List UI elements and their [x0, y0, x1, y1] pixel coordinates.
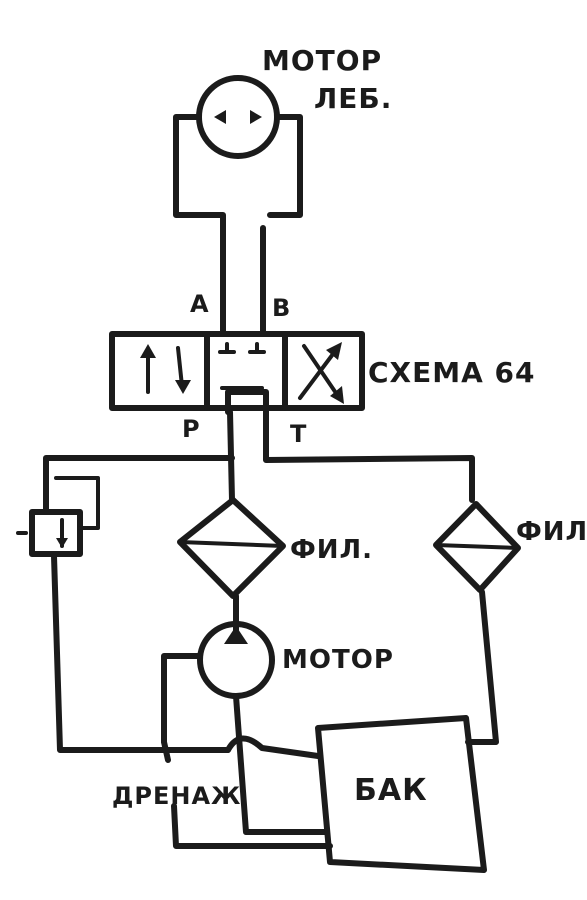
drain-join — [161, 739, 171, 763]
tank-label: БАК — [354, 773, 428, 808]
port-a-label: A — [190, 290, 210, 318]
pump-motor-label: МОТОР — [282, 645, 394, 675]
winch-motor-circle — [196, 75, 280, 159]
port-t-label: T — [290, 420, 307, 448]
pressure-filter-label: ФИЛ. — [290, 535, 373, 565]
valve-scheme-label: СХЕМА 64 — [368, 356, 536, 389]
pressure-line — [43, 389, 475, 515]
winch-line-a — [173, 114, 226, 335]
drain-line — [171, 803, 333, 849]
pump-suction-line — [161, 653, 203, 745]
relief-arrow-icon — [56, 538, 68, 548]
return-line-top — [225, 389, 475, 503]
directional-valve — [109, 331, 365, 411]
arrow-down-icon — [175, 380, 191, 394]
winch-motor — [173, 75, 303, 335]
port-b-label: B — [272, 294, 291, 322]
pump-drain-line — [233, 693, 329, 835]
port-p-label: P — [182, 415, 201, 443]
winch-motor-label-line1: МОТОР — [262, 44, 382, 77]
winch-motor-label-line2: ЛЕБ. — [314, 82, 392, 115]
winch-motor-arrow-right-icon — [250, 110, 262, 124]
arrow-up-right-icon — [326, 342, 342, 360]
valve-right-arrow-cross1 — [298, 348, 338, 400]
return-filter-outlet — [465, 589, 499, 745]
relief-branch-line — [43, 455, 235, 515]
pump-direction-arrow-icon — [224, 626, 248, 644]
tank-body — [315, 715, 487, 873]
relief-return-line — [51, 553, 231, 753]
valve-right-arrow-cross2 — [302, 344, 340, 398]
pump-motor — [161, 621, 329, 835]
relief-valve-body — [29, 509, 83, 557]
tank — [315, 715, 487, 873]
relief-pilot-line — [54, 476, 100, 530]
valve-body — [109, 331, 365, 411]
return-filter-label: ФИЛ — [516, 517, 587, 547]
arrow-up-icon — [140, 344, 156, 358]
return-filter — [433, 501, 521, 745]
relief-valve — [16, 476, 231, 753]
pressure-filter-element — [178, 540, 285, 548]
pressure-filter-diamond — [177, 497, 286, 599]
pressure-filter — [177, 497, 286, 637]
return-filter-element — [434, 543, 520, 550]
winch-line-b-top — [267, 114, 303, 218]
valve-left-arrow-down — [176, 346, 184, 388]
drain-label: ДРЕНАЖ — [112, 782, 241, 810]
line-crossover — [225, 735, 321, 759]
winch-motor-arrow-left-icon — [214, 110, 226, 124]
arrow-down-right-icon — [330, 386, 344, 404]
